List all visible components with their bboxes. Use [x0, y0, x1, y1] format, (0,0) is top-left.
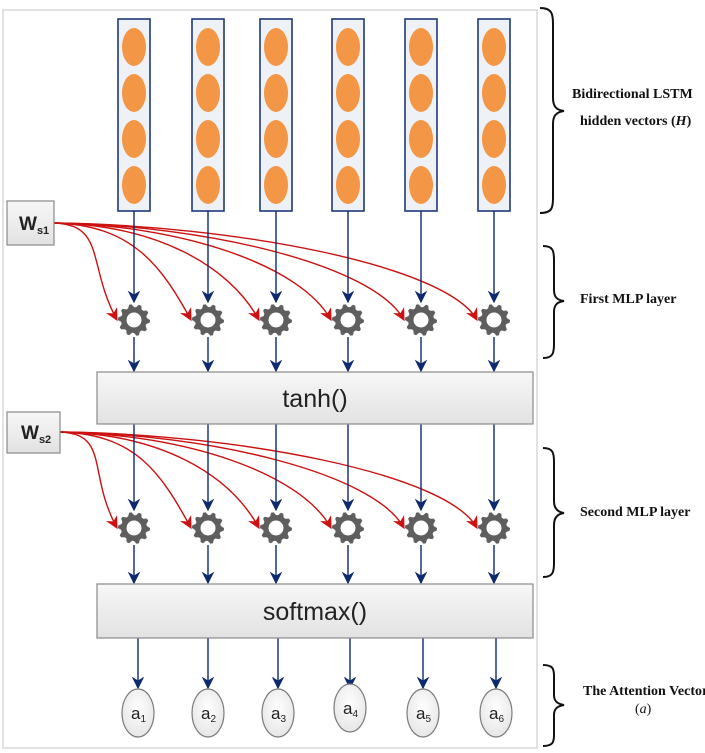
- attention-node-circle: [121, 688, 155, 738]
- tanh-label: tanh(): [282, 385, 347, 413]
- ws1-weight-arrow: [53, 222, 118, 322]
- hidden-unit: [482, 120, 506, 158]
- brace-mlp1: [542, 245, 565, 359]
- hidden-unit: [196, 120, 220, 158]
- lstm-annotation-line2: hidden vectors (H): [580, 113, 692, 129]
- mlp1-gear-icon: [260, 304, 292, 336]
- svg-text:Ws1: Ws1: [19, 214, 49, 237]
- mlp1-gear-icon: [192, 304, 224, 336]
- brace-mlp2: [542, 447, 565, 578]
- attention-annotation: The Attention Vector (a): [583, 683, 705, 719]
- attention-node-label: a3: [271, 704, 286, 725]
- mlp1-gear-icon: [405, 304, 437, 336]
- attention-node-circle: [191, 688, 225, 738]
- hidden-unit: [409, 120, 433, 158]
- lstm-annotation-line1: Bidirectional LSTM: [572, 87, 693, 102]
- attention-node-label: a4: [343, 699, 358, 720]
- hidden-unit: [264, 166, 288, 204]
- attention-node-label: a6: [489, 704, 504, 725]
- lstm-column: [331, 18, 365, 212]
- hidden-unit: [122, 120, 146, 158]
- softmax-label: softmax(): [263, 598, 367, 626]
- hidden-unit: [264, 74, 288, 112]
- attention-weight-node: a3: [261, 688, 295, 738]
- hidden-unit: [409, 74, 433, 112]
- tanh-layer: tanh(): [96, 371, 534, 425]
- hidden-unit: [264, 28, 288, 66]
- brace-lstm: [539, 7, 565, 214]
- attention-weight-node: a5: [406, 688, 440, 738]
- hidden-unit: [264, 120, 288, 158]
- attention-node-circle: [261, 688, 295, 738]
- ws1-weight-arrow: [53, 222, 192, 322]
- hidden-unit: [482, 166, 506, 204]
- lstm-column: [117, 18, 151, 212]
- hidden-unit: [336, 74, 360, 112]
- ws2-weight-arrow: [59, 431, 332, 530]
- mlp1-gear-icon: [478, 304, 510, 336]
- weight-ws1-box: Ws1: [6, 200, 55, 246]
- lstm-column: [477, 18, 511, 212]
- hidden-unit: [409, 28, 433, 66]
- ws1-weight-arrow: [53, 222, 478, 322]
- mlp2-gear-icon: [332, 512, 364, 544]
- mlp2-gear-icon: [118, 512, 150, 544]
- mlp2-annotation: Second MLP layer: [580, 505, 691, 520]
- attention-vector: a1 a2 a3 a4 a5 a6: [121, 683, 513, 738]
- hidden-unit: [409, 166, 433, 204]
- attention-node-label: a2: [201, 704, 216, 725]
- lstm-annotation: Bidirectional LSTM hidden vectors (H): [572, 82, 705, 135]
- hidden-unit: [482, 28, 506, 66]
- attention-node-circle: [333, 683, 367, 733]
- ws2-weight-arrow: [59, 431, 192, 530]
- softmax-layer: softmax(): [96, 583, 534, 639]
- brace-attention: [542, 664, 565, 747]
- attention-annotation-line1: The Attention Vector: [583, 684, 705, 699]
- mlp2-gear-icon: [405, 512, 437, 544]
- mlp1-gear-icon: [332, 304, 364, 336]
- attention-weight-node: a4: [333, 683, 367, 733]
- attention-node-circle: [406, 688, 440, 738]
- attention-weight-node: a6: [479, 688, 513, 738]
- hidden-unit: [336, 166, 360, 204]
- attention-weight-node: a2: [191, 688, 225, 738]
- ws1-weight-arrow: [53, 222, 405, 322]
- lstm-column: [259, 18, 293, 212]
- mlp2-gear-icon: [260, 512, 292, 544]
- mlp1-annotation: First MLP layer: [580, 292, 677, 307]
- lstm-hidden-vectors: [117, 18, 511, 212]
- hidden-unit: [122, 166, 146, 204]
- attention-weight-node: a1: [121, 688, 155, 738]
- attention-node-label: a5: [416, 704, 431, 725]
- ws2-weight-arrow: [59, 431, 118, 530]
- attention-node-label: a1: [131, 704, 146, 725]
- hidden-unit: [122, 74, 146, 112]
- ws1-weight-arrow: [53, 222, 260, 322]
- attention-node-circle: [479, 688, 513, 738]
- flow-arrows: [127, 211, 503, 690]
- hidden-unit: [196, 28, 220, 66]
- svg-text:Ws2: Ws2: [21, 423, 51, 446]
- mlp2-gear-icon: [192, 512, 224, 544]
- ws2-weight-arrow: [59, 431, 260, 530]
- hidden-unit: [196, 166, 220, 204]
- hidden-unit: [336, 120, 360, 158]
- hidden-unit: [482, 74, 506, 112]
- ws1-weight-arrow: [53, 222, 332, 322]
- weight-arrows: [53, 222, 478, 530]
- ws2-weight-arrow: [59, 431, 405, 530]
- hidden-unit: [122, 28, 146, 66]
- attention-annotation-line2: (a): [635, 702, 652, 718]
- weight-ws2-box: Ws2: [6, 411, 61, 454]
- mlp1-gear-icon: [118, 304, 150, 336]
- mlp-units: [118, 304, 510, 544]
- lstm-column: [404, 18, 438, 212]
- hidden-unit: [336, 28, 360, 66]
- lstm-column: [191, 18, 225, 212]
- hidden-unit: [196, 74, 220, 112]
- mlp2-gear-icon: [478, 512, 510, 544]
